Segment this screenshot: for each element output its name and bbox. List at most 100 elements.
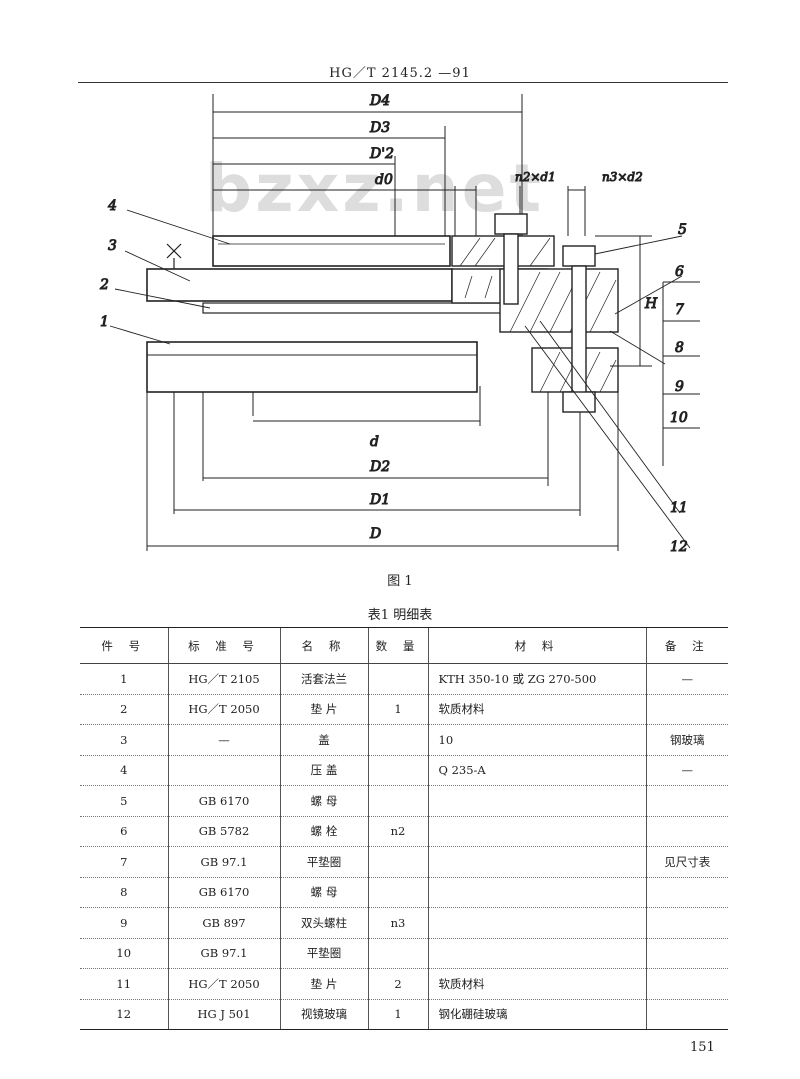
page-number: 151 <box>690 1040 715 1055</box>
table-cell-qty <box>367 785 428 817</box>
table-cell-name: 螺 母 <box>279 785 368 817</box>
table-cell-note <box>645 999 728 1030</box>
part-label-7: 7 <box>675 302 684 318</box>
table-cell-qty <box>367 663 428 695</box>
part-label-12: 12 <box>670 539 688 555</box>
page-header: HG／T 2145.2 —91 <box>329 66 471 81</box>
part-label-4: 4 <box>107 198 117 214</box>
table-cell-material: 10 <box>427 724 646 756</box>
header-part-no: 件 号 <box>80 627 168 664</box>
table-cell-std <box>167 755 280 786</box>
table-cell-no: 1 <box>80 663 168 695</box>
table-cell-name: 螺 母 <box>279 877 368 908</box>
table-cell-name: 压 盖 <box>279 755 368 786</box>
table-cell-qty <box>367 755 428 786</box>
part-label-11: 11 <box>670 500 688 516</box>
table-cell-qty: 1 <box>367 999 428 1030</box>
table-cell-name: 螺 栓 <box>279 816 368 847</box>
table-cell-name: 视镜玻璃 <box>279 999 368 1030</box>
table-caption: 表1 明细表 <box>367 608 433 623</box>
table-cell-no: 2 <box>80 694 168 725</box>
dim-label-D2-prime: D'2 <box>369 146 394 162</box>
dim-label-D2: D2 <box>369 459 390 475</box>
header-name: 名 称 <box>279 627 368 664</box>
table-cell-note: 见尺寸表 <box>645 846 728 878</box>
header-rule <box>78 82 728 83</box>
dim-label-D: D <box>369 526 381 542</box>
header-standard-no: 标 准 号 <box>167 627 280 664</box>
part-label-6: 6 <box>675 264 684 280</box>
table-cell-no: 9 <box>80 907 168 939</box>
table-cell-name: 盖 <box>279 724 368 756</box>
table-cell-material: 软质材料 <box>427 694 646 725</box>
dim-label-D3: D3 <box>369 120 390 136</box>
part-label-10: 10 <box>670 410 688 426</box>
table-cell-material <box>427 846 646 878</box>
table-cell-qty: 1 <box>367 694 428 725</box>
table-row: 4 压 盖 Q 235-A— <box>80 755 728 786</box>
dim-label-n2d1: n2×d1 <box>515 170 556 184</box>
table-cell-note <box>645 816 728 847</box>
dim-label-D1: D1 <box>369 492 390 508</box>
table-cell-note <box>645 968 728 1000</box>
table-cell-note: 钢玻璃 <box>645 724 728 756</box>
table-cell-no: 3 <box>80 724 168 756</box>
table-cell-std: GB 97.1 <box>167 938 280 969</box>
header-quantity: 数 量 <box>367 627 428 664</box>
table-cell-name: 平垫圈 <box>279 846 368 878</box>
table-cell-material <box>427 785 646 817</box>
table-cell-note <box>645 938 728 969</box>
table-cell-std: — <box>167 724 280 756</box>
table-cell-std: HG／T 2050 <box>167 694 280 725</box>
table-header-row: 件 号 标 准 号 名 称 数 量 材 料 备 注 <box>80 627 728 664</box>
header-remarks: 备 注 <box>645 627 728 664</box>
table-cell-note <box>645 907 728 939</box>
table-cell-no: 10 <box>80 938 168 969</box>
table-cell-material: 软质材料 <box>427 968 646 1000</box>
table-cell-std: GB 6170 <box>167 785 280 817</box>
watermark: bzxz.net <box>205 150 545 227</box>
table-cell-material <box>427 877 646 908</box>
table-cell-std: GB 5782 <box>167 816 280 847</box>
table-cell-note: — <box>645 663 728 695</box>
table-cell-note: — <box>645 755 728 786</box>
figure-caption: 图 1 <box>387 574 413 589</box>
table-cell-no: 8 <box>80 877 168 908</box>
table-cell-std: HG J 501 <box>167 999 280 1030</box>
table-cell-name: 活套法兰 <box>279 663 368 695</box>
table-cell-no: 4 <box>80 755 168 786</box>
table-cell-qty: 2 <box>367 968 428 1000</box>
technical-drawing: D4 D3 D'2 d0 n2×d1 n3×d2 d D2 D1 D H 4 3… <box>99 93 700 556</box>
table-cell-no: 6 <box>80 816 168 847</box>
table-cell-std: GB 6170 <box>167 877 280 908</box>
table-cell-note <box>645 877 728 908</box>
dim-label-H: H <box>644 296 658 312</box>
table-cell-qty: n2 <box>367 816 428 847</box>
table-cell-material <box>427 907 646 939</box>
table-cell-material <box>427 816 646 847</box>
part-label-5: 5 <box>678 222 687 238</box>
table-cell-material: Q 235-A <box>427 755 646 786</box>
table-cell-material: 钢化硼硅玻璃 <box>427 999 646 1030</box>
table-cell-material: KTH 350-10 或 ZG 270-500 <box>427 663 646 695</box>
table-cell-std: GB 897 <box>167 907 280 939</box>
part-label-2: 2 <box>99 277 109 293</box>
part-label-9: 9 <box>675 379 684 395</box>
part-label-8: 8 <box>675 340 684 356</box>
part-label-3: 3 <box>108 238 117 254</box>
table-cell-std: GB 97.1 <box>167 846 280 878</box>
table-cell-note <box>645 785 728 817</box>
dim-label-D4: D4 <box>369 93 390 109</box>
table-cell-no: 12 <box>80 999 168 1030</box>
